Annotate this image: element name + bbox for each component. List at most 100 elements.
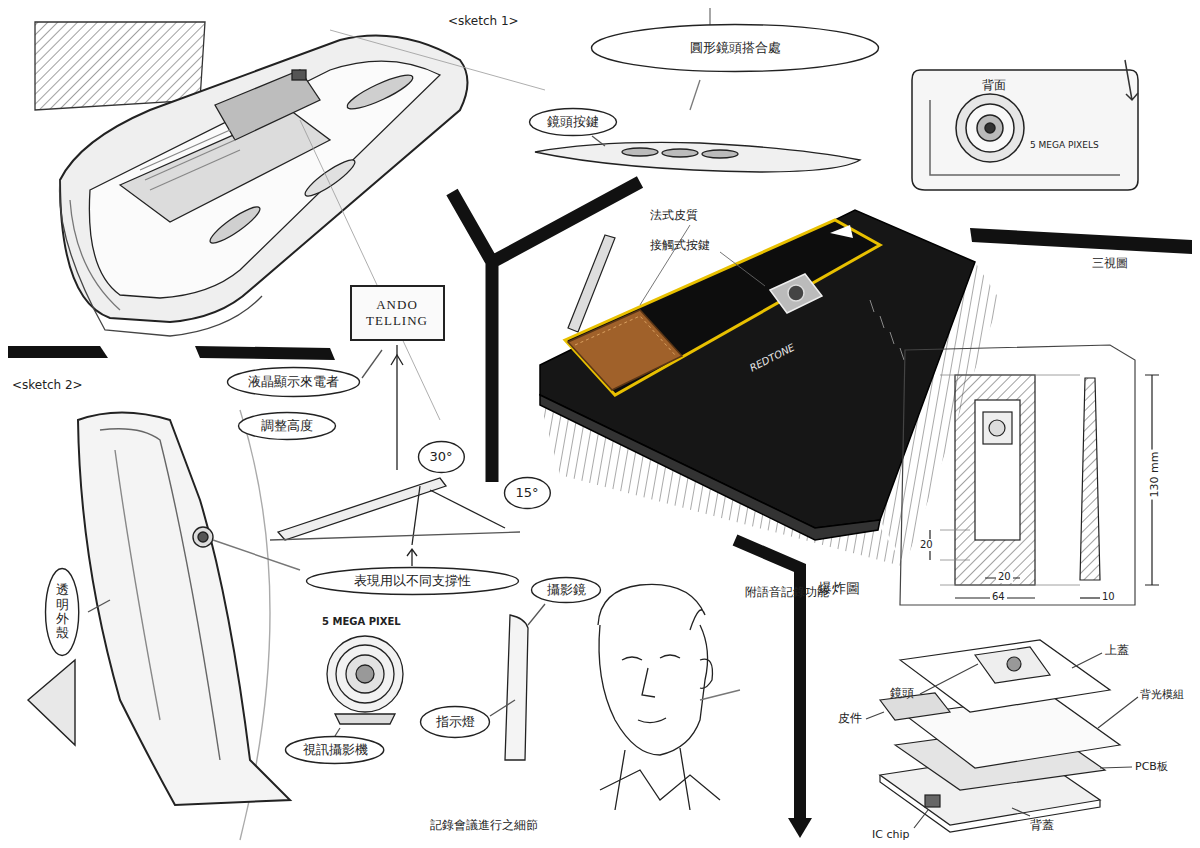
bubble-ellipse	[227, 368, 359, 397]
stick-sketch-part	[568, 235, 615, 332]
bubble-ellipse	[421, 707, 490, 738]
camera-back-view-part	[956, 94, 1024, 162]
three-view-drawing-part	[940, 375, 1080, 585]
text-group: 指示燈	[436, 714, 475, 730]
face-sketch-part	[622, 655, 680, 660]
sketch-1-device-part	[330, 30, 545, 90]
sketch-label: 20	[918, 539, 935, 551]
three-view-drawing-part	[975, 400, 1020, 540]
angle-stand-part	[407, 549, 417, 566]
three-view-drawing-part	[900, 345, 1135, 605]
callout-bubble: 圓形鏡頭搭合處	[590, 23, 880, 73]
callout-bubble: 視訊攝影機	[284, 735, 385, 765]
sketch-1-device-part	[60, 180, 262, 336]
callout-bubble: 調整高度	[237, 411, 337, 441]
node-text: 圓形鏡頭搭合處	[690, 40, 781, 56]
camera-back-view-part	[966, 104, 1014, 152]
sketch-label: 接觸式按鍵	[650, 238, 710, 252]
face-sketch-part	[642, 668, 655, 697]
divider-bar-part	[195, 346, 335, 360]
sketch-label: 5 MEGA PIXEL	[322, 616, 401, 628]
main-device-part	[720, 252, 765, 286]
text-group: 攝影鏡	[547, 582, 586, 598]
main-device-part	[788, 285, 804, 301]
slim-device-part	[592, 136, 605, 146]
main-device-part	[640, 225, 690, 305]
exploded-view-part	[866, 653, 1138, 828]
main-device-part	[540, 210, 975, 528]
text-group: 調整高度	[261, 418, 313, 434]
exploded-view-part	[925, 795, 940, 807]
text-group: 透明外殼	[56, 583, 69, 640]
sketch-2-device-part	[198, 532, 208, 542]
sketch-1-device-part	[292, 70, 306, 80]
face-sketch-part	[638, 718, 666, 723]
sketch-label: 背光模組	[1140, 688, 1184, 701]
side-stand	[490, 604, 545, 760]
slim-device-part	[690, 80, 700, 110]
sketch-label: 64	[990, 591, 1007, 603]
exploded-view-part	[900, 640, 1110, 712]
face-sketch-part	[599, 625, 708, 755]
angle-stand-part	[430, 490, 505, 528]
sketch-label: 鏡頭	[890, 686, 914, 700]
lens-detail-part	[336, 645, 394, 703]
phone-stand-sign-part	[396, 345, 397, 470]
exploded-view	[866, 640, 1138, 832]
sketch-2-device-part	[78, 413, 290, 806]
slim-device-part	[662, 149, 698, 157]
lens-detail	[327, 636, 403, 736]
sketch-label: IC chip	[872, 828, 909, 841]
sketch-1-device-part	[120, 110, 330, 222]
three-view-drawing-part	[1080, 378, 1100, 580]
bubble-ellipse	[239, 413, 336, 440]
node-text: 30°	[429, 449, 452, 465]
divider-bar-part	[8, 346, 108, 358]
text-group: 鏡頭按鍵	[547, 114, 599, 130]
bubble-ellipse	[45, 569, 78, 656]
node-text: TELLING	[366, 313, 428, 329]
stick-sketch	[568, 235, 615, 332]
callout-bubble: 15°	[503, 476, 552, 510]
node-text: 15°	[515, 485, 538, 501]
sketch-label: 上蓋	[1105, 643, 1129, 657]
sketch-label: 130 mm	[1148, 450, 1161, 500]
side-stand-part	[505, 615, 528, 760]
three-view-drawing	[900, 345, 1159, 605]
phone-stand-sign-part	[362, 350, 382, 378]
callout-bubble: 表現用以不同支撐性	[305, 566, 520, 596]
sketch-1-device-part	[35, 22, 205, 110]
divider-bar	[8, 182, 1192, 838]
node-text: ANDO	[376, 297, 418, 313]
main-device-part	[540, 395, 880, 540]
text-group: 視訊攝影機	[303, 742, 368, 758]
main-device-part	[565, 220, 880, 395]
node-text: 表現用以不同支撐性	[354, 573, 471, 589]
text-group: 30°	[429, 449, 452, 465]
sketch-label: <sketch 2>	[12, 378, 83, 392]
sketch-2-device-part	[100, 429, 220, 760]
main-device-part	[870, 300, 904, 360]
bubble-ellipse	[592, 25, 879, 72]
sketch-1-device-part	[60, 36, 468, 323]
sketch-label: 背面	[982, 78, 1006, 92]
text-group: 圓形鏡頭搭合處	[690, 40, 781, 56]
sketch-label: 5 MEGA PIXELS	[1030, 140, 1099, 151]
bubble-ellipse	[418, 442, 464, 473]
sketch-1-device-part	[140, 130, 240, 190]
sketch-1-device-part	[301, 155, 358, 201]
face-sketch-part	[600, 748, 720, 810]
divider-bar-part	[735, 540, 800, 818]
lens-detail-part	[346, 655, 384, 693]
slim-device-part	[702, 150, 738, 158]
text-group: ANDOTELLING	[366, 297, 428, 328]
lens-detail-part	[335, 728, 340, 736]
three-view-drawing-part	[983, 412, 1012, 444]
sketch-1-device-part	[344, 70, 416, 115]
sketch-1-device-part	[89, 61, 440, 298]
camera-back-view-part	[985, 123, 995, 133]
text-group: 液晶顯示來電者	[248, 374, 339, 390]
exploded-view-part	[1007, 657, 1021, 671]
main-device-part	[770, 274, 822, 313]
